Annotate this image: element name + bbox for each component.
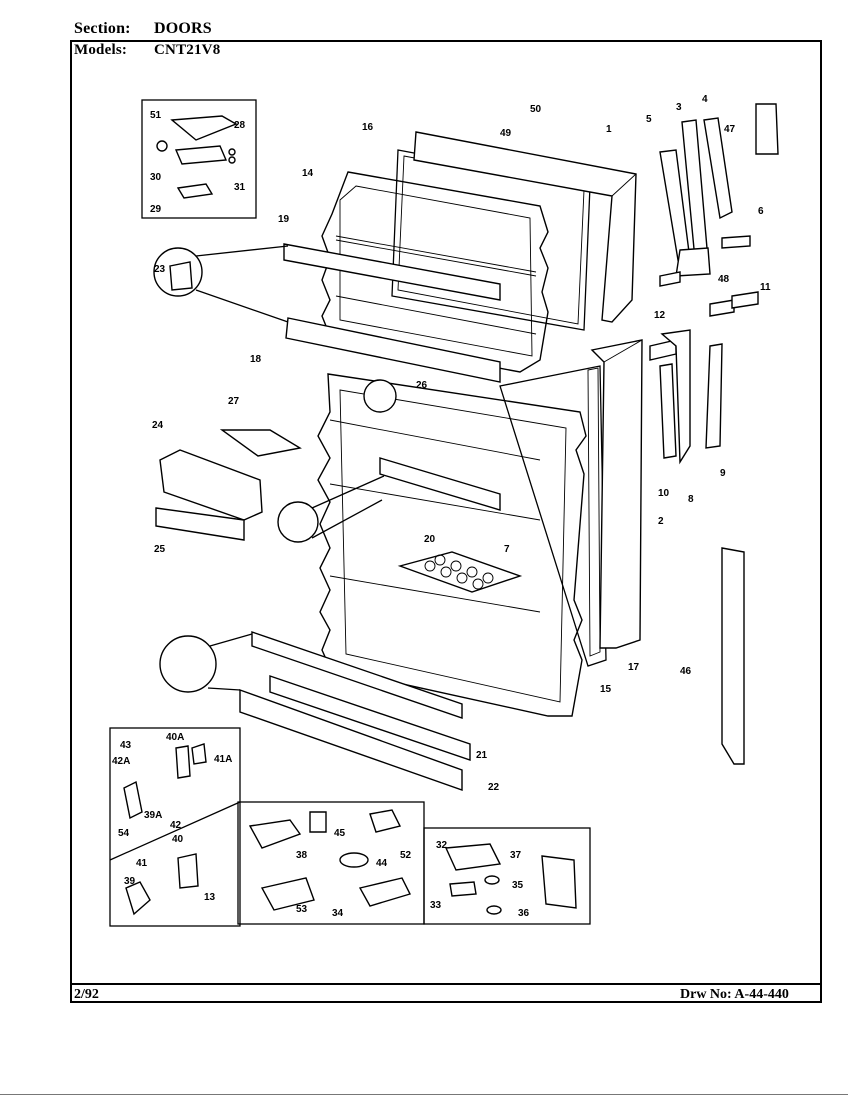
page-bottom-rule — [0, 1094, 848, 1095]
bottom-shelf-rail-1 — [251, 631, 463, 719]
callout-35: 35 — [512, 880, 524, 891]
callout-19: 19 — [278, 214, 290, 225]
callout-6: 6 — [758, 206, 764, 217]
callout-50: 50 — [530, 104, 542, 115]
egg-tray — [397, 551, 523, 593]
upper-hinge-inset — [141, 99, 257, 219]
callout-43: 43 — [120, 740, 132, 751]
callout-30: 30 — [150, 172, 162, 183]
hinge-cover-part — [170, 115, 238, 141]
callout-1: 1 — [606, 124, 612, 135]
bottom-shelf-shield — [239, 689, 463, 791]
callout-7: 7 — [504, 544, 510, 555]
callout-53: 53 — [296, 904, 308, 915]
callout-49: 49 — [500, 128, 512, 139]
footer-drawing-number: Drw No: A-44-440 — [680, 987, 789, 1002]
callout-45: 45 — [334, 828, 346, 839]
callout-18: 18 — [250, 354, 262, 365]
lower-hinge-inset-left — [109, 727, 241, 927]
lower-hinge-inset-right — [423, 827, 591, 925]
callout-12: 12 — [654, 310, 666, 321]
right-hinge-parts — [649, 103, 779, 465]
callout-48: 48 — [718, 274, 730, 285]
callout-40a: 40A — [166, 732, 184, 743]
callout-14: 14 — [302, 168, 314, 179]
models-label: Models: — [74, 42, 128, 58]
callout-44: 44 — [376, 858, 388, 869]
models-value: CNT21V8 — [154, 42, 221, 58]
callout-31: 31 — [234, 182, 246, 193]
callout-39: 39 — [124, 876, 136, 887]
freezer-outer-door — [413, 131, 637, 323]
footer-divider — [70, 983, 822, 985]
door-shelf-rail — [379, 457, 501, 511]
callout-15: 15 — [600, 684, 612, 695]
callout-38: 38 — [296, 850, 308, 861]
fresh-food-outer-door — [590, 339, 643, 649]
fresh-food-door-liner — [317, 373, 587, 717]
callout-17: 17 — [628, 662, 640, 673]
bottom-shelf-rail-2 — [269, 675, 471, 761]
callout-42a: 42A — [112, 756, 130, 767]
callout-13: 13 — [204, 892, 216, 903]
callout-51: 51 — [150, 110, 162, 121]
callout-54: 54 — [118, 828, 130, 839]
dairy-liner — [155, 507, 245, 541]
callout-47: 47 — [724, 124, 736, 135]
callout-41: 41 — [136, 858, 148, 869]
callout-16: 16 — [362, 122, 374, 133]
callout-41a: 41A — [214, 754, 232, 765]
callout-46: 46 — [680, 666, 692, 677]
freezer-shelf-rail-lower — [285, 317, 501, 383]
callout-40: 40 — [172, 834, 184, 845]
callout-39a: 39A — [144, 810, 162, 821]
section-value: DOORS — [154, 20, 212, 37]
callout-5: 5 — [646, 114, 652, 125]
lower-hinge-inset-middle — [237, 801, 425, 925]
callout-8: 8 — [688, 494, 694, 505]
callout-37: 37 — [510, 850, 522, 861]
callout-24: 24 — [152, 420, 164, 431]
callout-29: 29 — [150, 204, 162, 215]
hinge-plate-part — [174, 145, 228, 165]
callout-42: 42 — [170, 820, 182, 831]
callout-52: 52 — [400, 850, 412, 861]
diagram-frame — [70, 40, 822, 1003]
door-trim-strip — [721, 547, 745, 765]
callout-28: 28 — [234, 120, 246, 131]
fresh-food-door-gasket — [499, 365, 607, 667]
callout-33: 33 — [430, 900, 442, 911]
callout-25: 25 — [154, 544, 166, 555]
callout-3: 3 — [676, 102, 682, 113]
callout-21: 21 — [476, 750, 488, 761]
callout-2: 2 — [658, 516, 664, 527]
butter-door — [219, 429, 302, 457]
section-label: Section: — [74, 20, 131, 37]
callout-10: 10 — [658, 488, 670, 499]
callout-22: 22 — [488, 782, 500, 793]
callout-34: 34 — [332, 908, 344, 919]
callout-9: 9 — [720, 468, 726, 479]
callout-26: 26 — [416, 380, 428, 391]
callout-20: 20 — [424, 534, 436, 545]
footer-date: 2/92 — [74, 987, 99, 1002]
callout-4: 4 — [702, 94, 708, 105]
callout-23: 23 — [154, 264, 166, 275]
callout-11: 11 — [760, 282, 771, 293]
dairy-door — [159, 449, 263, 521]
callout-32: 32 — [436, 840, 448, 851]
callout-36: 36 — [518, 908, 530, 919]
freezer-shelf-rail-upper — [283, 243, 501, 301]
callout-27: 27 — [228, 396, 240, 407]
